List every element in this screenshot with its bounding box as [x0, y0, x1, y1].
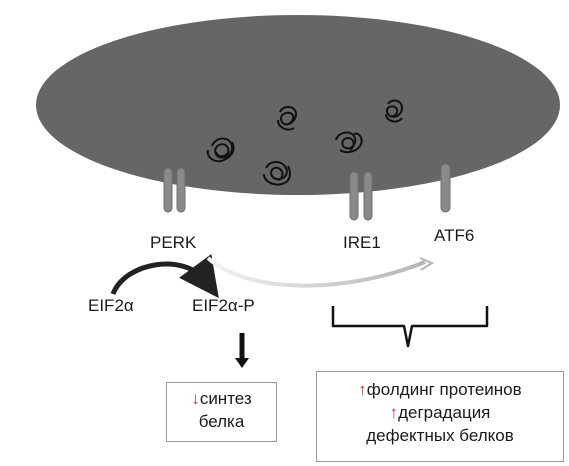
folding-degradation-box: ↑фолдинг протеинов ↑деградация дефектных… — [316, 371, 564, 462]
atf6-receptor — [440, 163, 451, 213]
protein-2 — [277, 106, 298, 131]
er-lumen — [36, 15, 560, 195]
protein-4 — [385, 99, 404, 123]
increase-arrow-2: ↑ — [389, 403, 399, 422]
ire1-receptor — [349, 171, 373, 221]
phosphorylation-arrow — [110, 254, 219, 299]
atf6-label: ATF6 — [434, 226, 475, 245]
perk-receptor — [163, 167, 186, 213]
perk-label: PERK — [150, 233, 197, 252]
down-arrow-head — [235, 358, 249, 368]
synthesis-line-1: ↓синтез — [191, 389, 252, 408]
synthesis-line-2: белка — [198, 412, 245, 431]
misfolded-proteins — [206, 99, 404, 186]
decrease-arrow: ↓ — [191, 389, 200, 408]
protein-synthesis-box: ↓синтез белка — [166, 382, 277, 442]
protein-3 — [335, 131, 363, 154]
defective-proteins-line: дефектных белков — [366, 426, 514, 445]
folding-line: ↑фолдинг протеинов — [358, 380, 522, 399]
eif2a-label: EIF2α — [88, 296, 134, 315]
protein-5 — [263, 161, 291, 186]
signal-arc — [206, 256, 426, 288]
signal-arc-head — [419, 257, 435, 271]
protein-1 — [206, 137, 235, 163]
increase-arrow-1: ↑ — [358, 380, 367, 399]
receptor-shapes — [163, 163, 451, 221]
response-bracket — [331, 306, 489, 348]
ire1-label: IRE1 — [343, 233, 381, 252]
degradation-line: ↑деградация — [389, 403, 491, 422]
eif2a-p-label: EIF2α-P — [192, 296, 255, 315]
